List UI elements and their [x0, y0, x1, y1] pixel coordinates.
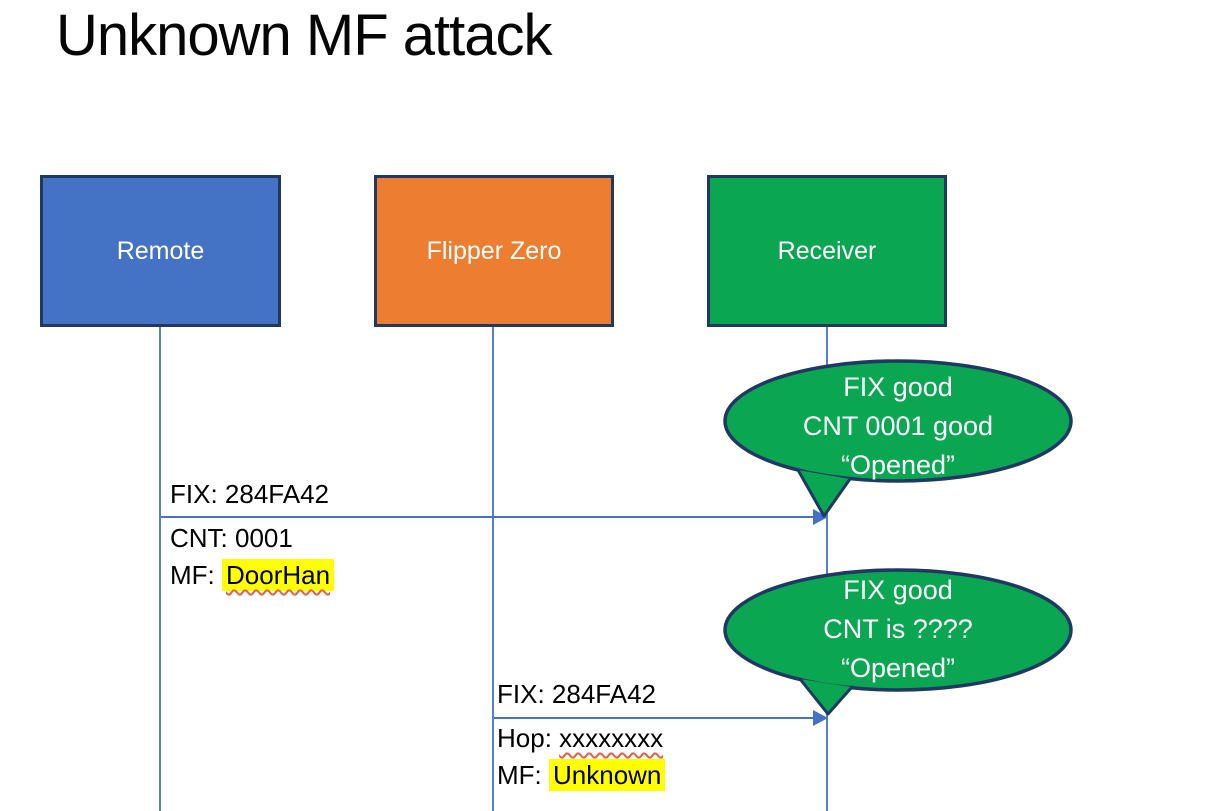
message2-mf-label: MF: Unknown — [497, 759, 666, 791]
message2-fix-label: FIX: 284FA42 — [497, 679, 656, 709]
actor-box-receiver: Receiver — [707, 175, 947, 327]
actor-label-flipper-zero: Flipper Zero — [426, 236, 562, 265]
bubble1-line2: CNT 0001 good — [802, 411, 994, 441]
bubble1-line3: “Opened” — [840, 450, 956, 480]
speech-bubble-2 — [723, 568, 1073, 716]
message1-mf-value-highlighted: DoorHan — [222, 559, 335, 591]
page-title: Unknown MF attack — [56, 3, 553, 68]
message1-arrowhead-icon — [813, 509, 828, 525]
speech-bubble-2-oval — [723, 568, 1073, 692]
actor-label-receiver: Receiver — [777, 236, 877, 265]
message1-mf-label: MF: DoorHan — [170, 559, 335, 591]
speech-bubble-1-oval — [723, 359, 1073, 483]
message1-fix-label: FIX: 284FA42 — [170, 479, 329, 509]
bubble2-line2: CNT is ???? — [823, 614, 973, 644]
bubble1-text: FIX good CNT 0001 good “Opened” — [728, 368, 1068, 485]
bubble2-text: FIX good CNT is ???? “Opened” — [728, 571, 1068, 688]
message1-mf-prefix: MF: — [170, 560, 215, 590]
bubble2-line1: FIX good — [843, 575, 953, 605]
message2-hop-value-squiggled: xxxxxxxx — [559, 723, 664, 753]
actor-box-flipper-zero: Flipper Zero — [374, 175, 614, 327]
actor-box-remote: Remote — [40, 175, 281, 327]
speech-bubble-1 — [723, 359, 1073, 518]
speech-bubble-1-tail — [796, 468, 852, 518]
message1-cnt-label: CNT: 0001 — [170, 523, 293, 553]
message2-mf-value-highlighted: Unknown — [549, 759, 666, 791]
bubble2-line3: “Opened” — [840, 653, 956, 683]
bubble1-line1: FIX good — [843, 372, 953, 402]
message2-arrowhead-icon — [813, 710, 828, 726]
message2-hop-prefix: Hop: — [497, 723, 552, 753]
actor-label-remote: Remote — [116, 236, 205, 265]
message2-hop-label: Hop: xxxxxxxx — [497, 722, 663, 754]
message2-mf-prefix: MF: — [497, 760, 542, 790]
speech-bubble-2-tail — [798, 677, 854, 716]
